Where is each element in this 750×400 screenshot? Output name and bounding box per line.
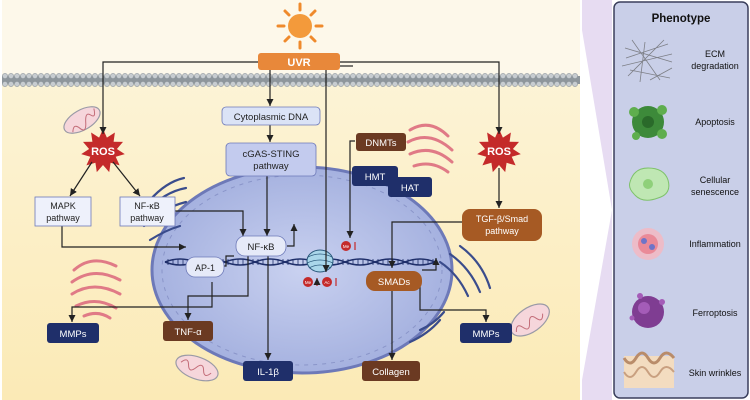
svg-text:DNMTs: DNMTs [365,138,396,149]
svg-text:cGAS-STING: cGAS-STING [242,149,299,160]
mapk-pathway-node: MAPK pathway [34,196,92,227]
svg-text:pathway: pathway [253,161,289,172]
svg-text:HAT: HAT [401,183,419,194]
phenotype-apoptosis-label: Apoptosis [695,117,735,127]
svg-text:TGF-β/Smad: TGF-β/Smad [476,214,528,224]
svg-text:TNF-α: TNF-α [174,327,202,338]
ap1-node: AP-1 [185,256,225,278]
svg-text:pathway: pathway [46,213,80,223]
ros-right-burst: ROS [477,129,521,173]
phenotype-funnel [582,0,612,400]
svg-text:Collagen: Collagen [372,367,410,378]
cytoplasmic-dna-node: Cytoplasmic DNA [221,106,321,126]
svg-text:AP-1: AP-1 [195,263,215,273]
svg-text:Cytoplasmic DNA: Cytoplasmic DNA [234,112,309,123]
phenotype-ferroptosis-label: Ferroptosis [692,308,738,318]
hmt-node: HMT [352,166,398,186]
svg-text:Me: Me [343,244,350,249]
collagen-node: Collagen [362,361,420,381]
mitochondria-bottom-icon [175,354,219,382]
svg-text:HMT: HMT [365,172,386,183]
ros-left-burst: ROS [81,129,125,173]
mitochondria-left-icon [63,106,101,134]
tgfb-smad-node: TGF-β/Smad pathway [462,209,542,241]
phenotype-ecm-label-1: ECM [705,49,725,59]
apoptotic-cell-icon [629,105,667,140]
phenotype-title: Phenotype [652,13,711,25]
il1b-node: IL-1β [243,361,293,381]
phenotype-senescence-label-1: Cellular [700,175,731,185]
svg-text:ROS: ROS [487,146,511,158]
svg-text:NF-κB: NF-κB [134,201,160,211]
senescent-cell-icon [629,167,670,201]
svg-text:ROS: ROS [91,146,115,158]
nfkb-node: NF-κB [235,235,287,257]
er-right-icon [408,244,492,344]
phenotype-wrinkles-label: Skin wrinkles [689,368,742,378]
pathway-arrows [61,61,503,360]
cgas-sting-node: cGAS-STING pathway [225,142,317,177]
mmps-right-node: MMPs [460,323,512,343]
nfkb-pathway-node: NF-κB pathway [119,196,176,227]
dnmts-node: DNMTs [356,133,406,151]
hat-node: HAT [388,177,432,197]
phenotype-ecm-label-2: degradation [691,61,739,71]
ferroptotic-cell-icon [629,293,665,328]
sun-icon [276,2,324,50]
golgi-right-icon [406,123,454,174]
skin-wrinkle-icon [622,351,676,388]
svg-text:IL-1β: IL-1β [257,367,279,378]
golgi-left-icon [70,259,122,320]
smads-node: SMADs [366,271,422,291]
methylation-mark-upper: Me [341,241,356,251]
acetylation-mark: Ac [322,277,337,287]
phenotype-labels: ECM degradation Apoptosis Cellular senes… [689,49,742,378]
svg-text:Me: Me [305,280,312,285]
phenotype-senescence-label-2: senescence [691,187,739,197]
svg-text:SMADs: SMADs [378,277,410,288]
methylation-mark: Me [303,277,321,287]
svg-text:MMPs: MMPs [473,329,500,340]
svg-text:Ac: Ac [324,280,330,285]
uvr-box [258,53,340,70]
svg-text:pathway: pathway [130,213,164,223]
ecm-fibers-icon [621,39,673,83]
inflamed-cell-icon [632,228,664,260]
nucleosome-icon [306,249,334,273]
phenotype-inflammation-label: Inflammation [689,239,741,249]
svg-text:pathway: pathway [485,226,519,236]
svg-text:MMPs: MMPs [60,329,87,340]
uvr-label: UVR [287,57,310,69]
cell-membrane [2,73,580,87]
svg-text:NF-κB: NF-κB [248,242,275,253]
mmps-left-node: MMPs [47,323,99,343]
svg-text:MAPK: MAPK [50,201,76,211]
tnfa-node: TNF-α [163,321,213,341]
